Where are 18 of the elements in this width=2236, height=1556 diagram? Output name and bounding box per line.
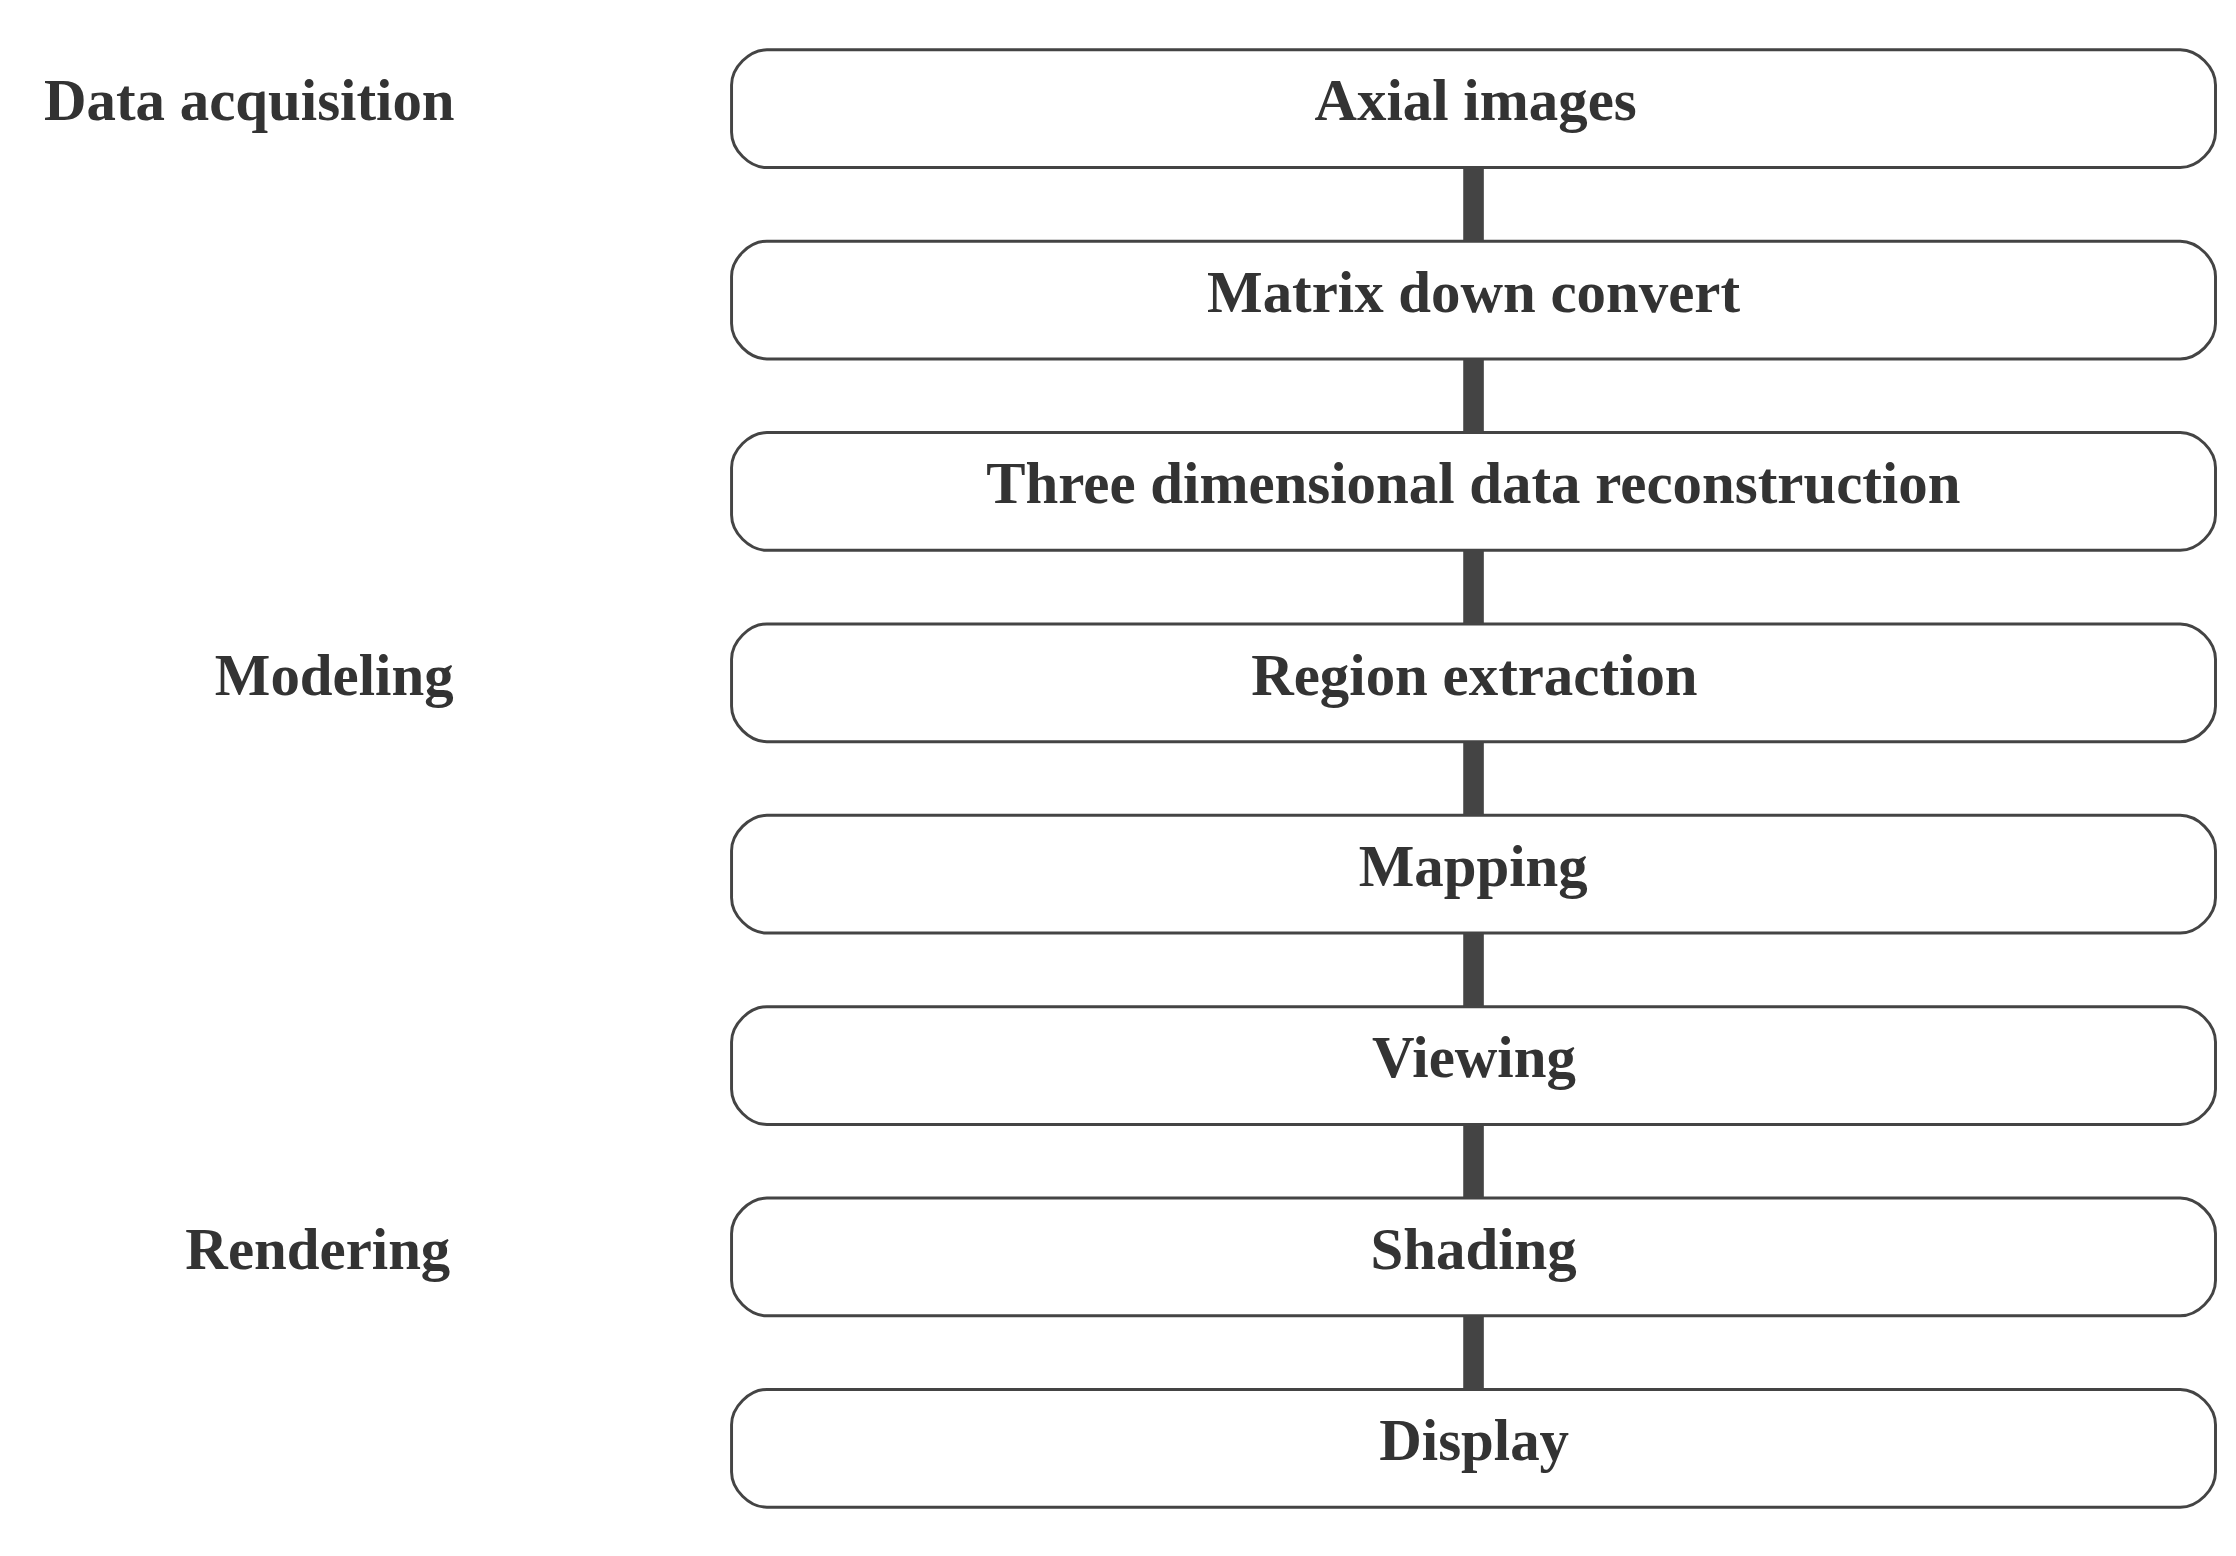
node-box: Viewing xyxy=(730,1004,2217,1126)
node-box: Mapping xyxy=(730,813,2217,935)
connector xyxy=(1463,550,1484,624)
connector xyxy=(1463,1124,1484,1198)
node-box: Matrix down convert xyxy=(730,239,2217,360)
connector xyxy=(1463,167,1484,241)
node-box: Region extraction xyxy=(730,621,2217,743)
connector xyxy=(1463,741,1484,815)
label: Modeling xyxy=(214,642,454,708)
node-box: Three dimensional data reconstruction xyxy=(730,430,2217,552)
node-box: Display xyxy=(730,1387,2217,1509)
node-box: Axial images xyxy=(730,47,2217,169)
connector xyxy=(1463,1316,1484,1389)
connector xyxy=(1463,933,1484,1006)
node-box: Shading xyxy=(730,1196,2217,1317)
label: Rendering xyxy=(185,1216,451,1282)
connector xyxy=(1463,359,1484,432)
label: Data acquisition xyxy=(44,67,455,133)
